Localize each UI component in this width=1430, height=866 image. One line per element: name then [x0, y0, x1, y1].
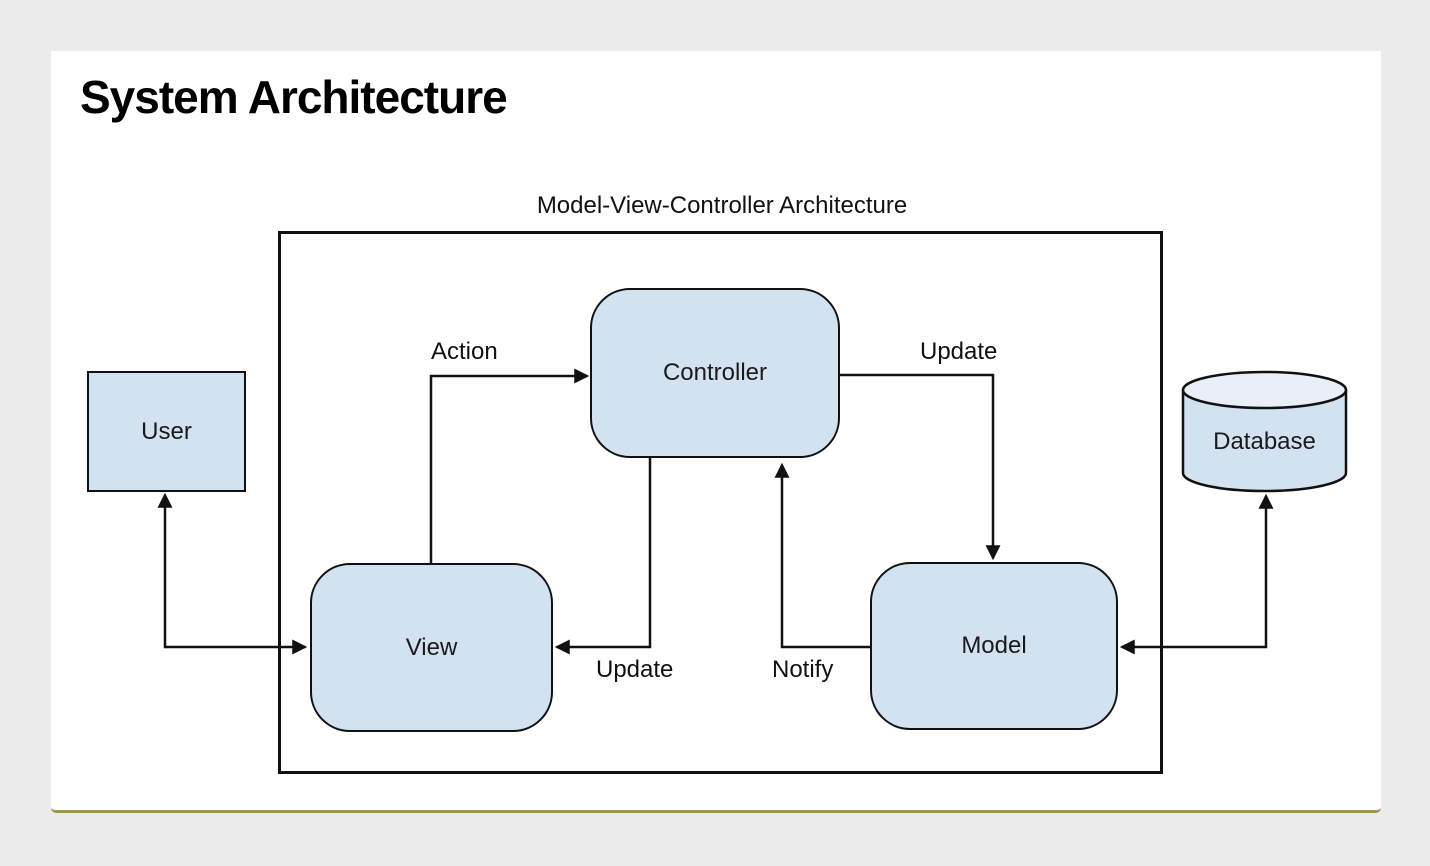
database-cylinder — [1181, 370, 1348, 493]
edge-label-update-controller-model: Update — [920, 338, 998, 365]
edge-view-to-controller-action — [429, 368, 590, 563]
node-user: User — [87, 371, 246, 492]
edge-controller-to-model-update — [840, 373, 1001, 561]
edge-user-view — [157, 492, 308, 655]
database-cylinder-top — [1181, 370, 1348, 410]
node-model-label: Model — [961, 632, 1027, 659]
database-cylinder-body — [1181, 390, 1348, 493]
node-user-label: User — [141, 417, 192, 445]
node-model: Model — [870, 562, 1118, 730]
mvc-boundary-label: Model-View-Controller Architecture — [536, 192, 908, 219]
node-view: View — [310, 563, 553, 732]
node-view-label: View — [405, 633, 458, 661]
edge-label-action: Action — [431, 338, 498, 365]
edge-label-update-controller-view: Update — [596, 656, 674, 683]
node-controller: Controller — [590, 288, 840, 458]
edge-controller-to-view-update — [554, 458, 652, 655]
node-controller-label: Controller — [662, 359, 768, 386]
edge-model-database — [1119, 493, 1274, 655]
page-title: System Architecture — [80, 71, 508, 123]
node-database-label: Database — [1213, 428, 1316, 455]
edge-model-to-controller-notify — [774, 462, 870, 649]
edge-label-notify: Notify — [772, 656, 834, 683]
